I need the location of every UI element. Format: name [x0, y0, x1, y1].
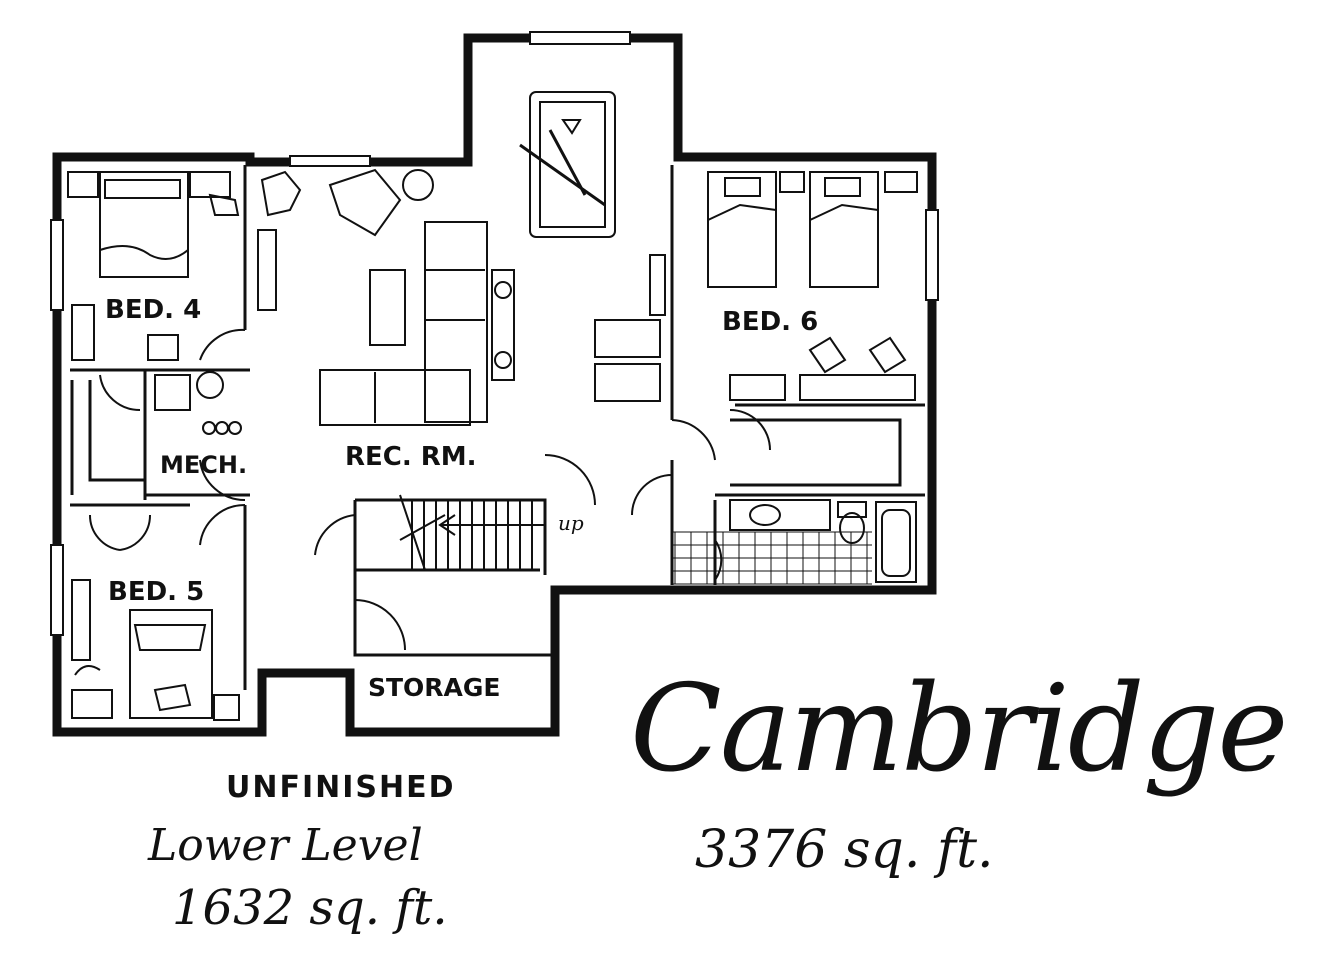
model-name: Cambridge	[630, 660, 1288, 799]
rec-room-furniture	[257, 91, 666, 426]
bed5-furniture	[71, 579, 240, 721]
room-label-bed4: BED. 4	[105, 295, 201, 325]
bathroom-fixtures	[729, 499, 917, 583]
mech-equipment	[154, 371, 242, 435]
bathroom-tile	[672, 531, 872, 585]
room-label-bed6: BED. 6	[722, 307, 818, 337]
stair-direction-label: up	[558, 511, 584, 535]
room-label-bed5: BED. 5	[108, 577, 204, 607]
level-square-footage: 1632 sq. ft.	[172, 880, 448, 936]
interior-walls	[70, 165, 925, 690]
bed6-furniture	[707, 171, 918, 401]
exterior-walls	[52, 33, 937, 737]
room-label-rec: REC. RM.	[345, 442, 477, 472]
stairs	[399, 494, 545, 571]
room-label-mech: MECH.	[160, 451, 247, 479]
doors	[88, 328, 771, 651]
room-label-storage: STORAGE	[368, 673, 501, 702]
total-square-footage: 3376 sq. ft.	[695, 820, 994, 880]
bed4-furniture	[67, 171, 240, 361]
level-name: Lower Level	[148, 820, 423, 871]
stair-arrow	[399, 494, 545, 571]
unfinished-note: UNFINISHED	[226, 770, 456, 805]
windows	[50, 31, 939, 636]
